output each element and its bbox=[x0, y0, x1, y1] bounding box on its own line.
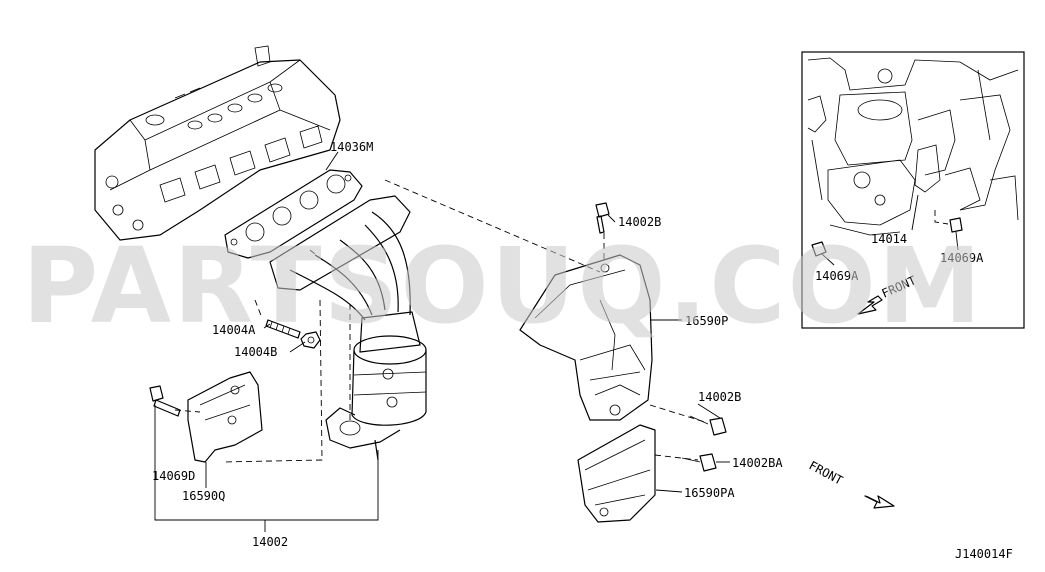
label-14002b-top: 14002B bbox=[618, 215, 661, 229]
manifold-gasket bbox=[224, 169, 363, 259]
inset-bolt-right bbox=[949, 217, 963, 233]
inset-detail-box: 14014 14069A 14069A FRONT bbox=[801, 51, 1025, 329]
front-indicator-main: FRONT bbox=[807, 458, 895, 509]
watermark-text: PARTSOUQ.COM bbox=[22, 225, 983, 347]
inset-engine-photo bbox=[807, 57, 1019, 236]
bolt-14002b-mid bbox=[689, 415, 727, 436]
bolt-14002b-top bbox=[595, 202, 610, 234]
label-14004b: 14004B bbox=[234, 345, 277, 359]
label-14036m: 14036M bbox=[330, 140, 373, 154]
label-14014: 14014 bbox=[871, 232, 907, 246]
front-arrow-icon bbox=[864, 495, 895, 509]
assembly-dashed-lines bbox=[174, 179, 706, 463]
bracket-cover-16590q bbox=[187, 371, 263, 463]
front-label-main: FRONT bbox=[807, 458, 845, 487]
part-labels: 14036M 14002B 14004A 14004B 16590P 14002… bbox=[152, 140, 783, 549]
label-14002b-mid: 14002B bbox=[698, 390, 741, 404]
label-14069d: 14069D bbox=[152, 469, 195, 483]
bolt-14069d bbox=[149, 385, 181, 417]
cylinder-head-illustration bbox=[94, 45, 341, 241]
label-16590q: 16590Q bbox=[182, 489, 225, 503]
leader-lines bbox=[154, 151, 730, 532]
label-16590p: 16590P bbox=[685, 314, 728, 328]
label-14002: 14002 bbox=[252, 535, 288, 549]
label-14004a: 14004A bbox=[212, 323, 256, 337]
heat-shield-upper bbox=[519, 254, 653, 421]
inset-bolt-left bbox=[811, 241, 827, 257]
label-14069a-left: 14069A bbox=[815, 269, 859, 283]
figure-code: J140014F bbox=[955, 547, 1013, 561]
label-16590pa: 16590PA bbox=[684, 486, 735, 500]
nut-14004b bbox=[300, 331, 321, 349]
stud-14004a bbox=[265, 319, 301, 339]
label-14002ba: 14002BA bbox=[732, 456, 783, 470]
label-14069a-right: 14069A bbox=[940, 251, 984, 265]
front-inset-arrow-icon bbox=[857, 295, 883, 315]
bolt-14002ba bbox=[681, 453, 717, 472]
heat-shield-lower bbox=[577, 424, 656, 523]
